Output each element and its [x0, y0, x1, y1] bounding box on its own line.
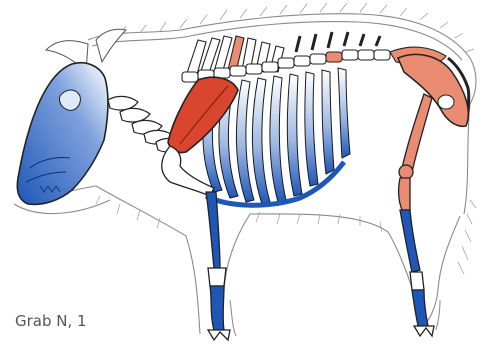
- foreleg: [162, 146, 230, 340]
- figure-caption: Grab N, 1: [15, 312, 87, 330]
- skull: [17, 63, 108, 205]
- far-side-legs: [230, 300, 440, 336]
- hind-leg: [399, 94, 434, 336]
- pelvis: [398, 54, 468, 126]
